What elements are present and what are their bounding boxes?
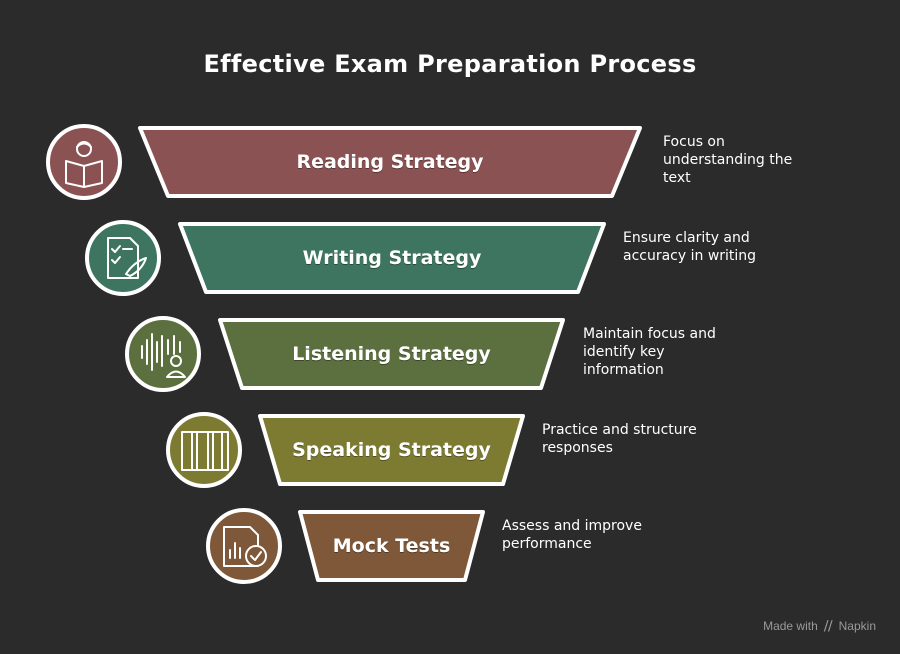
napkin-logo-icon: ⧸⧸ [824, 619, 833, 633]
funnel-band-reading [138, 126, 642, 198]
funnel-band-listening [218, 318, 565, 390]
funnel-step-writing [85, 220, 606, 296]
step-label-reading: Reading Strategy [296, 151, 484, 173]
step-description-writing: Ensure clarity and accuracy in writing [623, 230, 757, 264]
napkin-footer[interactable]: Made with ⧸⧸ Napkin [763, 619, 876, 634]
checklist-pen-icon [107, 237, 147, 279]
step-description-reading: Focus on understanding the text [663, 134, 793, 186]
document-chart-check-icon [223, 526, 267, 567]
step-label-mock-tests: Mock Tests [332, 535, 451, 557]
icon-badge-speaking [166, 412, 242, 488]
funnel-step-speaking [166, 412, 525, 488]
soundwave-person-icon [141, 333, 186, 378]
footer-made-with: Made with [763, 619, 818, 633]
page-title: Effective Exam Preparation Process [203, 50, 697, 78]
step-description-speaking: Practice and structure responses [542, 422, 697, 456]
funnel-step-listening [125, 316, 565, 392]
step-description-listening: Maintain focus and identify key informat… [583, 326, 716, 378]
footer-brand: Napkin [838, 619, 876, 633]
step-label-speaking: Speaking Strategy [292, 439, 491, 461]
funnel-band-speaking [258, 414, 525, 486]
step-description-mock-tests: Assess and improve performance [502, 518, 642, 552]
step-label-listening: Listening Strategy [292, 343, 491, 365]
icon-badge-mock-tests [206, 508, 282, 584]
funnel-step-mock-tests [206, 508, 485, 584]
funnel-band-writing [178, 222, 606, 294]
reading-book-icon [65, 141, 103, 188]
icon-badge-writing [85, 220, 161, 296]
funnel-band-mock-tests [298, 510, 485, 582]
step-label-writing: Writing Strategy [302, 247, 482, 269]
funnel-step-reading [46, 124, 642, 200]
book-spines-icon [181, 431, 229, 471]
